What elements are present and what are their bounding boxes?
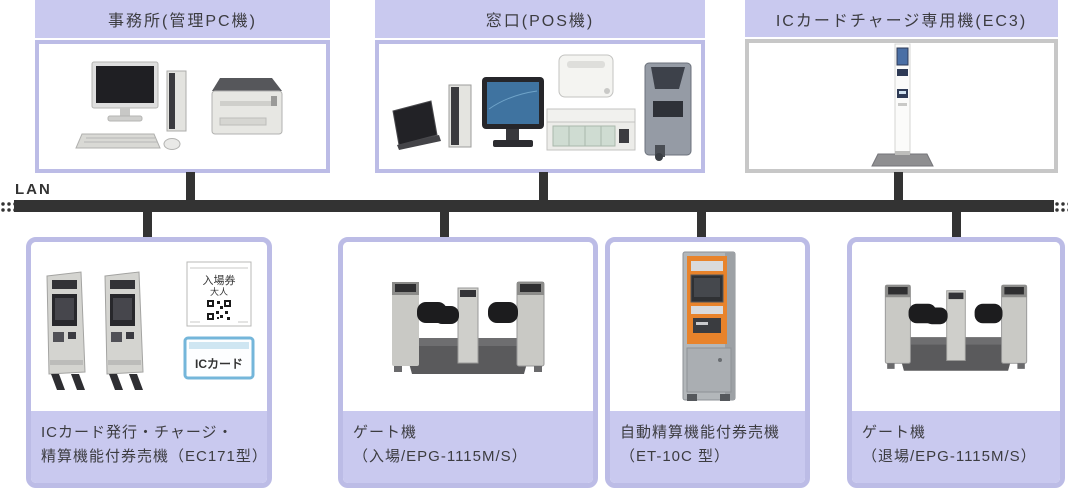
connector-ec3 <box>894 172 903 200</box>
label-line-2: 精算機能付券売機（EC171型） <box>41 448 261 465</box>
box-ec171-label: ICカード発行・チャージ・ 精算機能付券売機（EC171型） <box>31 411 267 483</box>
auto-fare-adjustment-kiosk-photo <box>682 251 735 401</box>
label-line-1: 自動精算機能付券売機 <box>620 424 781 441</box>
lan-trunk-line <box>14 200 1054 212</box>
connector-gate-entrance <box>440 212 449 237</box>
box-et10c-content <box>610 242 805 411</box>
label-line-2: （退場/EPG-1115M/S） <box>862 448 1037 465</box>
box-office-content <box>35 40 330 173</box>
office-pc-and-printer-photo <box>74 61 282 150</box>
box-office-title: 事務所(管理PC機) <box>35 0 330 38</box>
connector-et10c <box>697 212 706 237</box>
box-ec171-content: 入場券 大人 <box>31 242 267 411</box>
box-gate-exit-label: ゲート機 （退場/EPG-1115M/S） <box>852 411 1060 483</box>
lan-trunk-continuation-left <box>0 200 14 212</box>
label-line-2: （入場/EPG-1115M/S） <box>353 448 528 465</box>
box-pos-title: 窓口(POS機) <box>375 0 705 38</box>
pos-terminal-set-photo <box>392 54 692 161</box>
box-ec3-title: ICカードチャージ専用機(EC3) <box>745 0 1058 37</box>
connector-pos <box>539 172 548 200</box>
box-et10c-label: 自動精算機能付券売機 （ET-10C 型） <box>610 411 805 483</box>
entrance-gate-machine-photo <box>392 281 545 374</box>
qr-ticket-photo: 入場券 大人 <box>186 261 252 326</box>
label-line-1: ゲート機 <box>862 424 927 441</box>
box-ec171: 入場券 大人 <box>26 237 272 488</box>
box-et10c: 自動精算機能付券売機 （ET-10C 型） <box>605 237 810 488</box>
lan-label: LAN <box>15 181 52 198</box>
ic-card-photo: ICカード <box>183 336 255 379</box>
label-line-1: ICカード発行・チャージ・ <box>41 424 234 441</box>
box-gate-exit-content <box>852 242 1060 411</box>
exit-gate-machine-photo <box>884 284 1028 371</box>
box-office: 事務所(管理PC機) <box>35 0 330 173</box>
box-gate-entrance-content <box>343 242 593 411</box>
box-pos: 窓口(POS機) <box>375 0 705 173</box>
box-ec3-content <box>745 39 1058 173</box>
label-line-1: ゲート機 <box>353 424 418 441</box>
svg-text:入場券: 入場券 <box>203 273 236 287</box>
connector-ec171 <box>143 212 152 237</box>
svg-text:大人: 大人 <box>210 286 228 297</box>
svg-text:ICカード: ICカード <box>195 357 243 371</box>
ic-card-ticket-vending-kiosks-photo: 入場券 大人 <box>46 261 255 390</box>
ic-card-charge-kiosk-photo <box>870 43 934 167</box>
box-gate-exit: ゲート機 （退場/EPG-1115M/S） <box>847 237 1065 488</box>
box-gate-entrance-label: ゲート機 （入場/EPG-1115M/S） <box>343 411 593 483</box>
connector-office <box>186 172 195 200</box>
label-line-2: （ET-10C 型） <box>620 448 731 465</box>
lan-trunk-continuation-right <box>1054 200 1068 212</box>
connector-gate-exit <box>952 212 961 237</box>
box-pos-content <box>375 40 705 173</box>
box-gate-entrance: ゲート機 （入場/EPG-1115M/S） <box>338 237 598 488</box>
box-ec3: ICカードチャージ専用機(EC3) <box>745 0 1058 173</box>
